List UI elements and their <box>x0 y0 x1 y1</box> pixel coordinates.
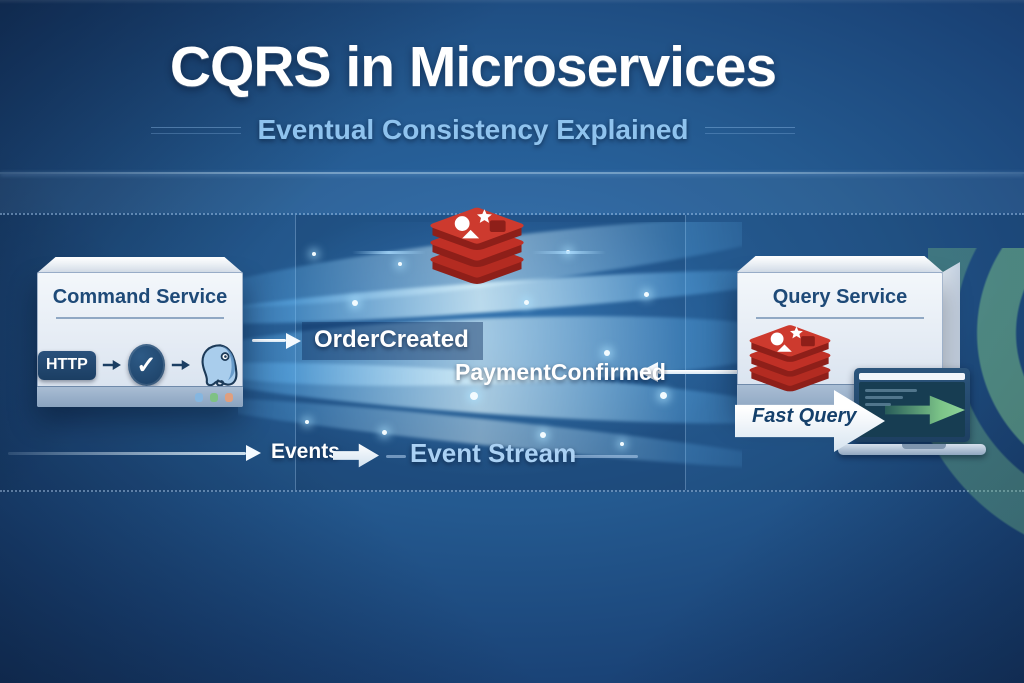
query-service-title: Query Service <box>772 286 908 308</box>
events-label: Events <box>271 440 340 463</box>
event-message-payment-confirmed: PaymentConfirmed <box>455 359 666 385</box>
window-dot-blue <box>195 393 203 402</box>
laptop-screen-topbar <box>859 373 965 380</box>
query-service-box-top <box>737 256 943 272</box>
header: CQRS in Microservices Eventual Consisten… <box>0 34 1024 146</box>
subtitle-row: Eventual Consistency Explained <box>0 114 946 146</box>
arrow-right-icon <box>102 360 121 370</box>
command-service-box-top <box>37 257 243 273</box>
http-badge: HTTP <box>38 350 96 380</box>
event-message-order-created: OrderCreated <box>302 322 483 360</box>
laptop-screen-content <box>859 382 965 437</box>
check-icon: ✓ <box>127 344 166 386</box>
events-arrow-head <box>246 445 261 461</box>
query-service-rule <box>756 317 924 319</box>
fast-query-label: Fast Query <box>752 405 857 427</box>
redis-cache-icon <box>749 325 831 392</box>
dotted-divider-bottom <box>0 490 1024 492</box>
payment-confirmed-arrow-head <box>639 362 658 382</box>
redis-broker-icon <box>430 207 524 284</box>
broker-dash-right <box>532 251 606 254</box>
page-subtitle: Eventual Consistency Explained <box>257 114 689 145</box>
divider-line <box>0 172 1024 174</box>
window-dot-orange <box>225 393 233 402</box>
events-arrow-line <box>8 452 246 455</box>
command-service-rule <box>56 317 224 319</box>
postgresql-icon <box>201 344 238 387</box>
arrow-right-icon <box>172 360 191 370</box>
subtitle-rule-left <box>151 126 242 134</box>
page-title: CQRS in Microservices <box>169 35 777 99</box>
subtitle-rule-right <box>704 126 795 134</box>
command-service-pipeline: HTTP ✓ <box>38 339 242 391</box>
highlight-band <box>0 174 1024 213</box>
broker-dash-left <box>352 251 426 254</box>
command-service-window-bar <box>37 386 243 407</box>
window-dots <box>195 393 233 402</box>
laptop-base <box>838 444 986 455</box>
window-dot-green <box>210 393 218 402</box>
laptop-screen <box>854 368 970 442</box>
order-created-arrow-head <box>286 333 301 349</box>
event-stream-label: Event Stream <box>410 438 577 468</box>
order-created-arrow-line <box>252 339 286 342</box>
command-service-box: Command Service HTTP ✓ <box>37 272 243 407</box>
laptop-icon <box>838 368 986 462</box>
command-service-title: Command Service <box>52 286 228 308</box>
laptop-notch <box>902 444 946 449</box>
stream-dash-right <box>572 455 638 458</box>
dotted-divider-top <box>0 213 1024 215</box>
stream-dash-left <box>386 455 406 458</box>
payment-confirmed-arrow-line <box>658 370 750 374</box>
